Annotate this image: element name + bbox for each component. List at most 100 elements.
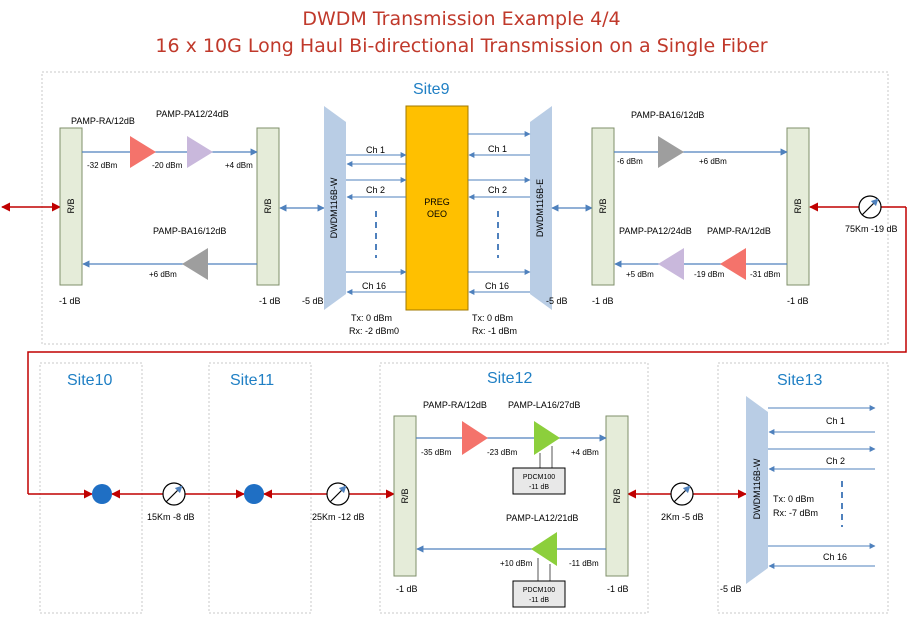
amp-ra-triangle bbox=[130, 136, 156, 168]
power-label: -32 dBm bbox=[87, 161, 118, 170]
dcm-box-2 bbox=[512, 580, 566, 608]
mux-west bbox=[324, 106, 346, 310]
site11-label: Site11 bbox=[230, 372, 275, 389]
tx-label: Tx: 0 dBm bbox=[351, 313, 393, 323]
fiber-route bbox=[27, 207, 907, 494]
loss-label: -5 dB bbox=[546, 296, 568, 306]
rb-label: R/B bbox=[400, 488, 410, 504]
amp-label: PAMP-RA/12dB bbox=[423, 400, 487, 410]
loss-label: -5 dB bbox=[720, 584, 742, 594]
attenuator-icon bbox=[858, 195, 882, 219]
loss-label: -1 dB bbox=[59, 296, 81, 306]
amp-ba-triangle bbox=[182, 248, 208, 280]
span-label: 2Km -5 dB bbox=[661, 512, 704, 522]
span-label: 15Km -8 dB bbox=[147, 512, 195, 522]
channel-label: Ch 2 bbox=[826, 456, 846, 466]
rb-label: R/B bbox=[263, 198, 273, 214]
power-label: +5 dBm bbox=[626, 270, 654, 279]
loss-label: -1 dB bbox=[607, 584, 629, 594]
power-label: -31 dBm bbox=[750, 270, 781, 279]
site9-rb-4 bbox=[786, 127, 810, 286]
amp-label: PAMP-RA/12dB bbox=[707, 226, 771, 236]
loss-label: -1 dB bbox=[259, 296, 281, 306]
tx-label: Tx: 0 dBm bbox=[773, 494, 815, 504]
oeo-label: PREG bbox=[424, 197, 450, 207]
amp-label: PAMP-RA/12dB bbox=[71, 116, 135, 126]
power-label: -11 dBm bbox=[569, 559, 599, 568]
site10-panel bbox=[39, 362, 143, 614]
loss-label: -1 dB bbox=[592, 296, 614, 306]
rb-label: R/B bbox=[598, 198, 608, 214]
amp-label: PAMP-BA16/12dB bbox=[631, 110, 705, 120]
loss-label: -1 dB bbox=[396, 584, 418, 594]
site9-rb-2 bbox=[256, 127, 280, 286]
site13-label: Site13 bbox=[777, 372, 823, 389]
attenuator-icon bbox=[670, 482, 694, 506]
rb-label: R/B bbox=[612, 488, 622, 504]
power-label: -6 dBm bbox=[617, 157, 643, 166]
power-label: +6 dBm bbox=[699, 157, 727, 166]
oeo-label: OEO bbox=[426, 209, 447, 219]
attenuator-icon bbox=[162, 482, 186, 506]
rb-label: R/B bbox=[793, 198, 803, 214]
channel-label: Ch 1 bbox=[826, 416, 846, 426]
attenuator-icon bbox=[326, 482, 350, 506]
amp-ra-triangle bbox=[462, 421, 488, 455]
channel-label: Ch 16 bbox=[485, 281, 510, 291]
channel-label: Ch 16 bbox=[823, 552, 848, 562]
channel-label: Ch 1 bbox=[366, 145, 386, 155]
title-line-1: DWDM Transmission Example 4/4 bbox=[302, 8, 621, 30]
rb-label: R/B bbox=[66, 198, 76, 214]
mux-west-label: DWDM116B-W bbox=[329, 177, 339, 239]
channel-label: Ch 2 bbox=[488, 185, 508, 195]
channel-label: Ch 16 bbox=[362, 281, 387, 291]
site10-label: Site10 bbox=[67, 372, 113, 389]
amp-pa-triangle bbox=[658, 248, 684, 280]
site12-rb-2 bbox=[605, 415, 629, 577]
mux-site13-label: DWDM116B-W bbox=[752, 458, 762, 520]
site12-label: Site12 bbox=[487, 370, 533, 387]
title-line-2: 16 x 10G Long Haul Bi-directional Transm… bbox=[155, 35, 768, 57]
power-label: +4 dBm bbox=[571, 448, 599, 457]
power-label: -23 dBm bbox=[487, 448, 518, 457]
power-label: +6 dBm bbox=[149, 270, 177, 279]
channel-label: Ch 1 bbox=[488, 144, 508, 154]
amp-label: PAMP-LA16/27dB bbox=[508, 400, 581, 410]
site13-panel bbox=[717, 362, 889, 614]
dcm-label: -11 dB bbox=[528, 484, 550, 491]
dcm-label: PDCM100 bbox=[522, 474, 556, 481]
amp-la-triangle bbox=[531, 532, 557, 566]
site9-label: Site9 bbox=[413, 81, 450, 98]
amp-label: PAMP-BA16/12dB bbox=[153, 226, 227, 236]
amp-label: PAMP-PA12/24dB bbox=[619, 226, 692, 236]
mux-east-label: DWDM116B-E bbox=[535, 178, 545, 238]
power-label: -19 dBm bbox=[694, 270, 725, 279]
mux-east bbox=[530, 106, 552, 310]
site11-node bbox=[244, 484, 264, 504]
dcm-box-1 bbox=[512, 467, 566, 495]
site9-rb-3 bbox=[591, 127, 615, 286]
site9-rb-1 bbox=[59, 127, 83, 286]
amp-ra-triangle bbox=[720, 248, 746, 280]
amp-label: PAMP-PA12/24dB bbox=[156, 109, 229, 119]
amp-pa-triangle bbox=[187, 136, 213, 168]
mux-site13 bbox=[746, 396, 768, 584]
amp-label: PAMP-LA12/21dB bbox=[506, 513, 579, 523]
span-label: 25Km -12 dB bbox=[312, 512, 365, 522]
power-label: +10 dBm bbox=[500, 559, 533, 568]
rx-label: Rx: -7 dBm bbox=[773, 508, 819, 518]
loss-label: -1 dB bbox=[787, 296, 809, 306]
oeo-box bbox=[405, 105, 469, 311]
rx-label: Rx: -1 dBm bbox=[472, 326, 518, 336]
rx-label: Rx: -2 dBm0 bbox=[349, 326, 400, 336]
site10-node bbox=[92, 484, 112, 504]
amp-la-triangle bbox=[534, 421, 560, 455]
loss-label: -5 dB bbox=[302, 296, 324, 306]
power-label: -35 dBm bbox=[421, 448, 452, 457]
tx-label: Tx: 0 dBm bbox=[472, 313, 514, 323]
dcm-label: -11 dB bbox=[528, 597, 550, 604]
dcm-label: PDCM100 bbox=[522, 587, 556, 594]
power-label: -20 dBm bbox=[152, 161, 183, 170]
site12-panel bbox=[379, 362, 649, 614]
site12-rb-1 bbox=[393, 415, 417, 577]
